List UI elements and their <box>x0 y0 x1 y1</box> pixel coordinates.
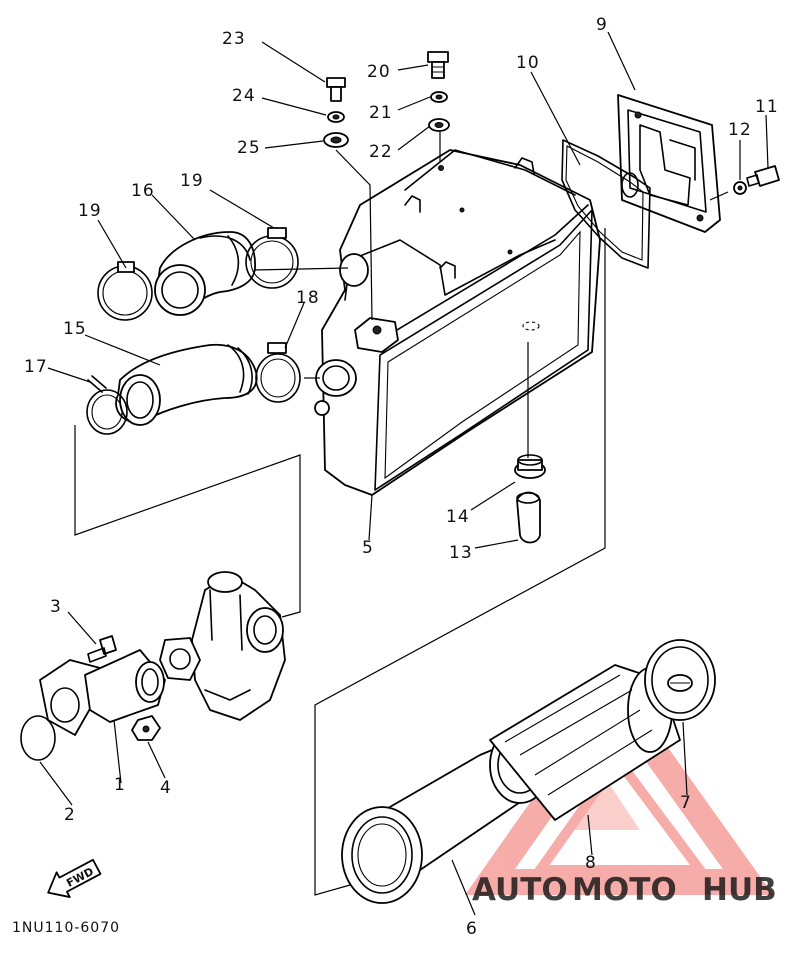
callout-15: 15 <box>63 319 87 339</box>
callout-8: 8 <box>585 853 597 873</box>
bolt-3 <box>87 635 117 663</box>
callout-9: 9 <box>596 15 608 35</box>
bolt-20 <box>427 51 449 79</box>
callout-12: 12 <box>728 120 752 140</box>
collar-25 <box>323 132 349 148</box>
callout-labels: 23 24 25 20 21 22 10 9 11 12 19 16 19 15… <box>24 15 779 939</box>
callout-24: 24 <box>232 86 256 106</box>
bolt-23 <box>326 77 346 102</box>
element-cap-7 <box>644 639 716 721</box>
clamp-19-left <box>97 261 153 321</box>
callout-7: 7 <box>680 793 692 813</box>
callout-1: 1 <box>114 775 126 795</box>
callout-23: 23 <box>222 29 246 49</box>
o-ring-2 <box>20 715 56 761</box>
callout-14: 14 <box>446 507 470 527</box>
watermark-hub: HUB <box>702 872 777 908</box>
callout-2: 2 <box>64 805 76 825</box>
callout-4: 4 <box>160 778 172 798</box>
callout-20: 20 <box>367 62 391 82</box>
assembly-guide-lines <box>74 132 729 896</box>
clamp-19-right <box>245 227 299 289</box>
gasket <box>561 139 651 269</box>
watermark-moto: MOTO <box>572 872 677 908</box>
fwd-arrow: FWD <box>47 858 102 898</box>
drawing-code: 1NU110-6070 <box>12 920 120 936</box>
callout-5: 5 <box>362 538 374 558</box>
callout-6: 6 <box>466 919 478 939</box>
grommet-22 <box>428 118 450 132</box>
callout-10: 10 <box>516 53 540 73</box>
washer-21 <box>430 91 448 103</box>
clamp-18 <box>255 342 301 403</box>
callout-11: 11 <box>755 97 779 117</box>
nut-4 <box>131 715 161 741</box>
callout-13: 13 <box>449 543 473 563</box>
callout-18: 18 <box>296 288 320 308</box>
callout-22: 22 <box>369 142 393 162</box>
callout-16: 16 <box>131 181 155 201</box>
watermark-text: AUTO MOTO HUB <box>472 872 777 908</box>
cover <box>617 94 721 233</box>
carburetor <box>159 571 286 721</box>
screw-11 <box>746 165 780 187</box>
callout-25: 25 <box>237 138 261 158</box>
air-filter-case <box>314 149 601 496</box>
drain-cap-14 <box>514 454 546 479</box>
callout-19-left: 19 <box>78 201 102 221</box>
watermark-auto: AUTO <box>472 872 568 908</box>
callout-leaders <box>39 31 769 916</box>
drain-hose-13 <box>516 491 541 544</box>
joint-16 <box>154 231 256 316</box>
callout-19-right: 19 <box>180 171 204 191</box>
intake-manifold-1 <box>39 649 166 736</box>
clamp-17 <box>86 375 128 435</box>
callout-21: 21 <box>369 103 393 123</box>
callout-17: 17 <box>24 357 48 377</box>
washer-24 <box>327 111 345 123</box>
callout-3: 3 <box>50 597 62 617</box>
washer-12 <box>733 181 747 195</box>
joint-15 <box>115 343 258 426</box>
